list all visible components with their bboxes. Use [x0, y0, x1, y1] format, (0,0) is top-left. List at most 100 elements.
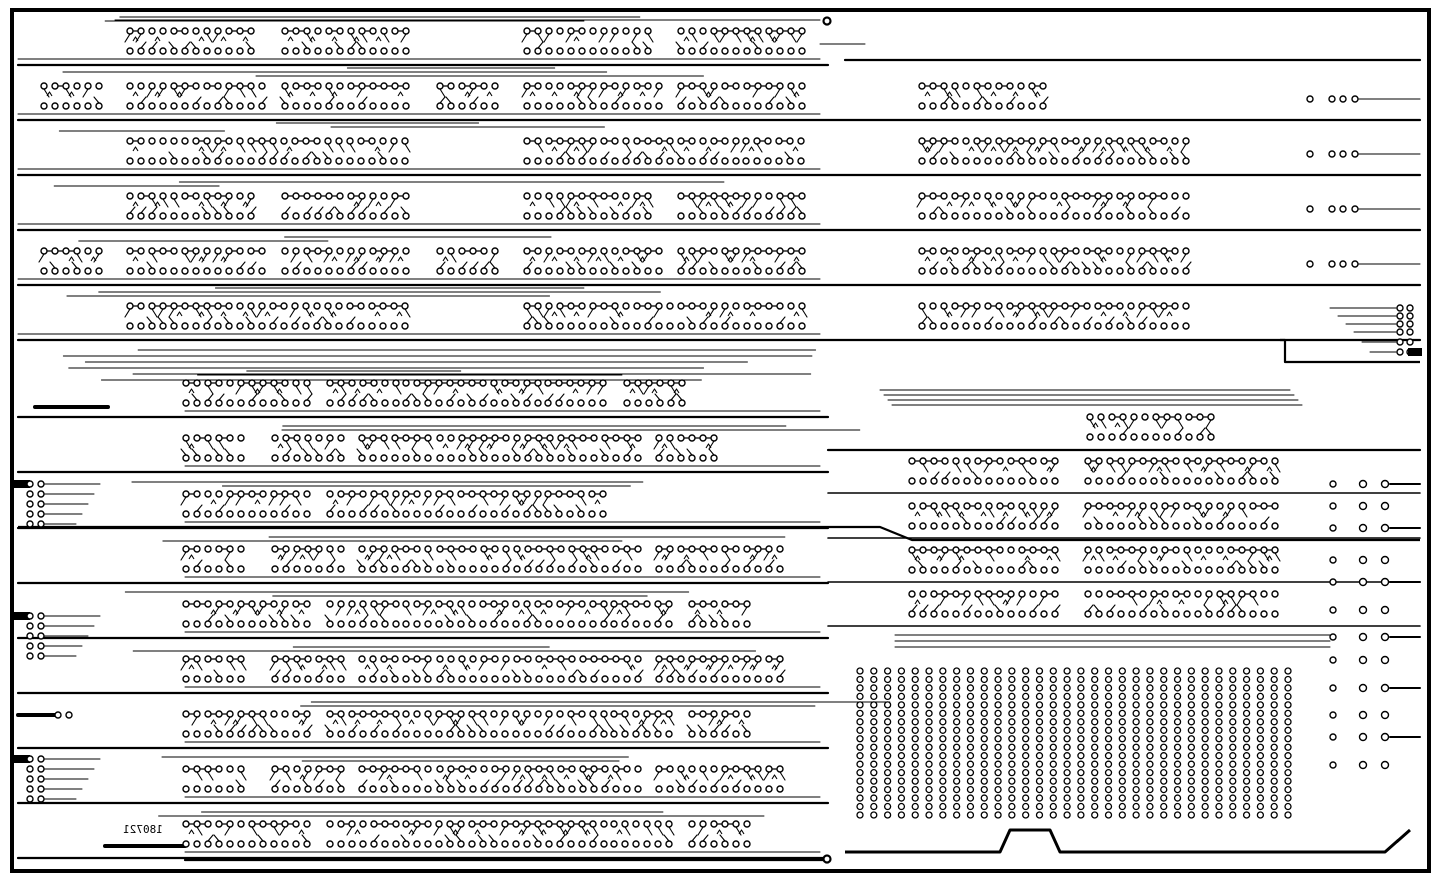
pin-trace: [518, 829, 525, 835]
pin-trace: [375, 36, 382, 42]
pin-trace: [998, 308, 1005, 318]
pin-trace: [350, 41, 357, 49]
ic-pad: [51, 102, 59, 110]
ic-pad: [458, 655, 466, 663]
pin-trace: [719, 834, 726, 842]
ic-pad: [1072, 302, 1080, 310]
ic-pad: [951, 322, 959, 330]
ic-pad: [381, 490, 389, 498]
ic-pad: [753, 137, 761, 145]
ic-pad: [623, 565, 631, 573]
perf-hole: [870, 752, 878, 760]
pin-trace: [571, 440, 578, 450]
pin-trace: [1108, 151, 1115, 159]
perf-hole: [939, 735, 947, 743]
ic-pad: [512, 620, 520, 628]
perf-hole: [1118, 802, 1126, 811]
ic-footprint: [402, 600, 467, 628]
pin-trace: [1147, 151, 1154, 159]
ic-pad: [787, 212, 795, 220]
ic-pad: [270, 600, 278, 608]
ic-pad: [578, 212, 586, 220]
ic-pad: [1216, 566, 1224, 574]
ic-pad: [601, 765, 609, 773]
pin-trace: [1203, 596, 1210, 606]
ic-pad: [192, 102, 200, 110]
ic-pad: [654, 840, 662, 848]
ic-pad: [314, 27, 322, 35]
ic-pad: [458, 765, 466, 773]
ic-pad: [776, 102, 784, 110]
ic-pad: [1017, 102, 1025, 110]
ic-pad: [1152, 433, 1160, 441]
ic-pad: [182, 434, 190, 442]
perf-hole: [1008, 760, 1016, 768]
ic-pad: [303, 490, 311, 498]
pin-trace: [395, 385, 402, 395]
ic-pad: [370, 820, 378, 828]
pin-trace: [223, 206, 230, 214]
ic-pad: [754, 655, 762, 663]
ic-pad: [204, 655, 212, 663]
pin-trace: [779, 261, 786, 269]
pin-trace: [577, 779, 584, 787]
ic-pad: [1108, 433, 1116, 441]
ic-pad: [357, 302, 365, 310]
pin-trace: [565, 151, 572, 159]
perf-hole: [925, 777, 933, 785]
ic-pad: [656, 399, 664, 407]
perf-hole: [1008, 701, 1016, 709]
ic-pad: [952, 566, 960, 574]
pin-trace: [353, 36, 360, 42]
ic-pad: [1216, 522, 1224, 530]
ic-pad: [282, 765, 290, 773]
ic-pad: [446, 730, 454, 738]
ic-pad: [1095, 477, 1103, 485]
pin-trace: [220, 256, 227, 262]
ic-pad: [237, 490, 245, 498]
ic-pad: [304, 655, 312, 663]
ic-pad: [137, 267, 145, 275]
pin-trace: [587, 143, 594, 153]
ic-pad: [588, 379, 596, 387]
ic-pad: [226, 820, 234, 828]
perf-hole: [939, 675, 947, 684]
ic-pad: [348, 600, 356, 608]
pin-trace: [301, 716, 308, 726]
ic-pad: [710, 434, 718, 442]
pin-trace: [389, 779, 396, 787]
pin-trace: [1092, 422, 1099, 428]
pin-trace: [1108, 143, 1115, 153]
perf-hole: [1173, 692, 1182, 701]
pin-trace: [705, 664, 712, 670]
perf-hole: [1270, 777, 1278, 785]
perf-hole: [1035, 701, 1044, 709]
pin-trace: [938, 206, 945, 214]
ic-pad: [457, 600, 465, 608]
ic-pad: [622, 137, 630, 145]
connector-pad: [37, 490, 45, 498]
ic-pad: [236, 157, 244, 165]
pin-trace: [697, 206, 704, 214]
ic-pad: [303, 27, 311, 35]
ic-pad: [786, 157, 794, 165]
pin-trace: [1027, 560, 1034, 568]
ic-pad: [699, 102, 707, 110]
pin-trace: [516, 779, 523, 787]
ic-pad: [402, 434, 410, 442]
ic-pad: [633, 212, 641, 220]
ic-pad: [1105, 157, 1113, 165]
ic-pad: [447, 434, 455, 442]
perf-hole: [1187, 718, 1196, 726]
pin-trace: [1082, 552, 1089, 562]
perf-hole: [1091, 701, 1099, 709]
ic-pad: [182, 675, 190, 683]
pin-trace: [538, 779, 545, 787]
pin-trace: [1070, 261, 1077, 269]
pin-trace: [240, 661, 247, 671]
ic-pad: [623, 379, 631, 387]
pin-trace: [201, 253, 208, 263]
pin-trace: [702, 88, 709, 98]
ic-pad: [1007, 610, 1015, 618]
ic-pad: [291, 157, 299, 165]
